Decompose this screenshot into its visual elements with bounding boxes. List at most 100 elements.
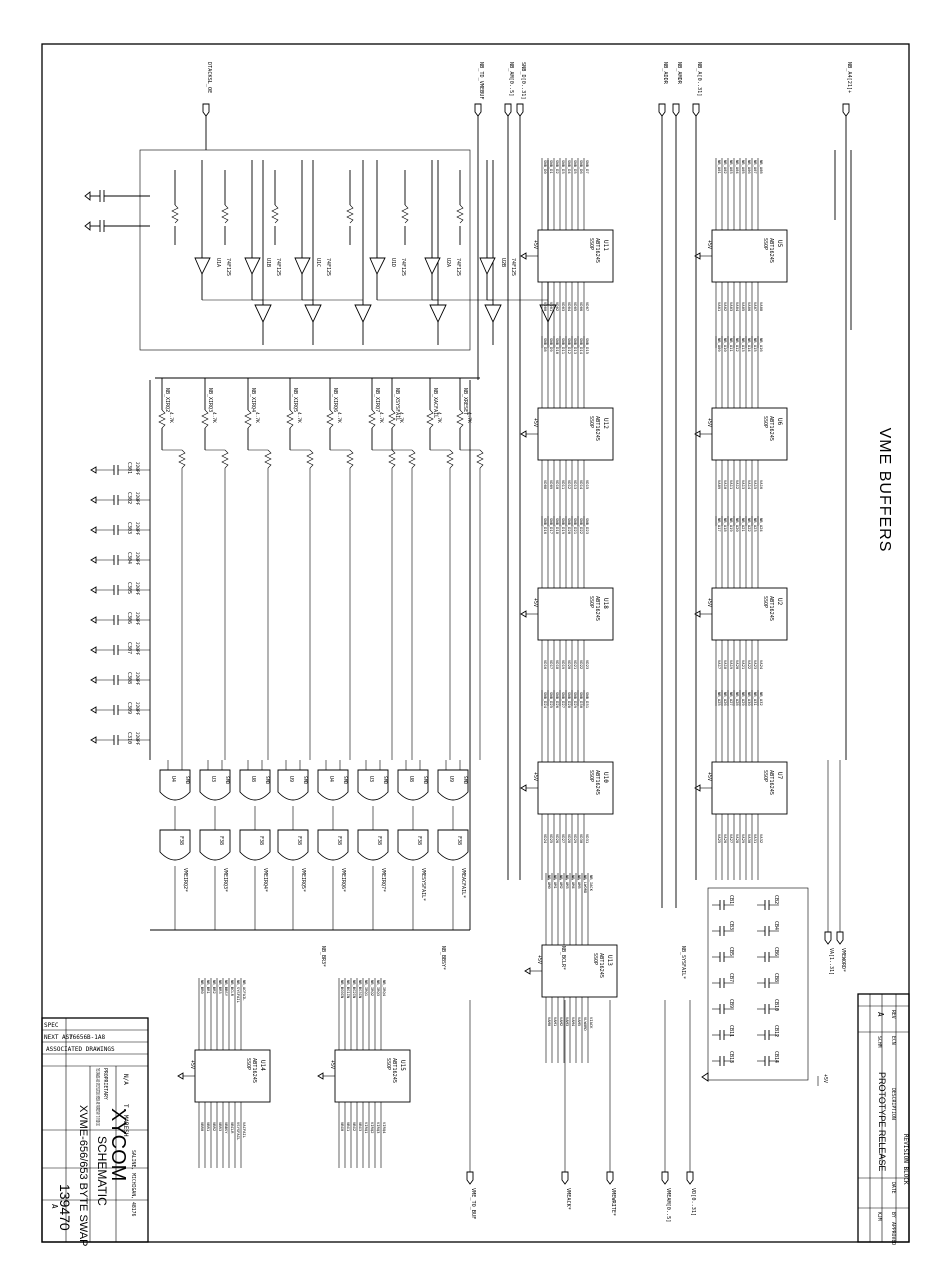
comparator-part: 74F125 [325,258,331,276]
top-signal-label: NB_ADDR [662,62,668,85]
capacitor-ref: C308 [126,672,132,684]
chip-output-net: VD31 [585,834,590,844]
chip-input-net: SNB_D7 [585,160,590,174]
comparator-part: 74F125 [455,258,461,276]
vme-output-label: VMEIRQ6* [340,868,346,892]
chip-output-net: VBR3 [218,1122,223,1131]
right-connector: VA[1..31] [824,760,834,975]
gate-part: F38 [336,836,342,845]
chip-input-net: NB_A02 [723,160,728,174]
top-signal-label: NB_A[0..31] [696,62,702,96]
chip-output-net: VD11 [561,480,566,490]
chip-output-net: VLWORD [583,1017,588,1031]
chip-part: ABT16245 [594,416,600,441]
chip-input-net: NB_A28 [735,692,740,706]
power-label: +5V [532,772,538,781]
by-header: BY [890,1212,896,1218]
chip-output-net: VD24 [543,834,548,844]
chip-output-net: VA28 [735,834,740,844]
chip-input-net: SNB_D8 [543,338,548,352]
chip-input-net: NB_A24 [759,518,764,532]
chip-output-net: VAM5 [577,1017,582,1026]
chip-input-net: SNB_D10 [555,338,560,355]
chip-input-net: NB_A08 [759,160,764,174]
offpage-label: VD[0..31] [690,1188,696,1216]
chip-input-net: NB_BR0 [200,980,205,994]
interrupt-net-label: NB_XIRQ6 [332,388,338,412]
right-offpage-label: VA[1..31] [828,948,834,975]
capacitor-ref: C306 [126,612,132,624]
chip-input-net: NB_AM2 [559,875,564,889]
gate-pkg: SMD [382,776,388,784]
chip-ref: U7 [776,772,783,780]
rev-description: PROTOTYPE RELEASE [877,1072,887,1171]
power-label: +5V [329,1060,335,1069]
buffer-chip: U18ABT16245SSOPSNB_D16VD16SNB_D17VD17SNB… [520,516,614,706]
chip-output-net: VA09 [717,480,722,490]
power-label: +5V [706,240,712,249]
chip-output-net: VBR0 [200,1122,205,1132]
chip-output-net: VA22 [747,660,752,669]
bypass-capacitor: CB7 [712,973,734,988]
chip-part: ABT16245 [768,770,774,795]
chip-input-net: SNB_D19 [561,518,566,535]
gate-ref: U8 [408,776,414,782]
bypass-ref: CB4 [773,921,779,930]
chip-output-net: VA10 [723,480,728,490]
chip-output-net: VA14 [747,480,752,490]
chip-input-net: NB_BR2 [212,980,217,994]
chip-ref: U5 [776,240,783,248]
chip-output-net: VIRQ4 [382,1122,387,1134]
rev-letter: A [876,1012,885,1017]
capacitor-ref: C301 [126,462,132,474]
capacitor-value: 220PF [134,672,140,686]
chip-input-net: NB_BBSY [224,980,229,997]
resistor-value: 4.7K [296,412,302,423]
chip-part: ABT16245 [251,1058,257,1083]
chip-output-net: VD28 [567,834,572,844]
chip-input-net: NB_A20 [735,518,740,532]
chip-input-net: SNB_D16 [543,518,548,535]
offpage-connector: VMEWRITE* [606,1000,616,1216]
chip-input-net: NB_A23 [753,518,758,532]
chip-output-net: VD06 [579,302,584,312]
chip-input-net: SNB_D0 [543,160,548,174]
next-assy-value: 76656B-1A8 [69,1034,106,1041]
chip-output-net: VD13 [573,480,578,489]
chip-input-net: NB_A26 [723,692,728,706]
chip-output-net: VD04 [567,302,572,312]
chip-output-net: VD05 [573,302,578,311]
top-connector: NB_AMDR [672,62,682,150]
buffer-chip: U11ABT16245SSOPSNB_D0VD00SNB_D1VD01SNB_D… [520,158,614,348]
top-connector: NB_A[0..31] [692,62,702,150]
gate-column: U4F38SMDVMEIRQ2*U3F38SMDVMEIRQ3*U8F38SMD… [150,380,471,931]
bypass-capacitor: CB5 [712,947,734,962]
chip-input-net: NB_AM5 [577,875,582,889]
chip-output-net: VIRQ2 [370,1122,375,1133]
proprietary-label: PROPRIETARY [102,1068,108,1100]
chip-input-net: NB_A01 [717,160,722,174]
chip-output-net: VD29 [573,834,578,844]
chip-output-net: VD23 [585,660,590,669]
offpage-label: VME_TO_BUF [470,1188,476,1219]
top-connector: NB_TD_VMEBUF [474,62,484,150]
gate-pkg: SMD [224,776,230,784]
chip-input-net: NB_A07 [753,160,758,174]
chip-input-net: NB_A22 [747,518,752,532]
bypass-ref: CB8 [773,973,779,982]
vme-output-label: VMEIRQ3* [222,868,228,892]
chip-input-net: SNB_D30 [579,692,584,709]
chip-output-net: VA06 [747,302,752,312]
capacitor-value: 220PF [134,522,140,536]
chip-output-net: VIRQ3 [376,1122,381,1133]
chip-output-net: VA15 [753,480,758,489]
gate-ref: U4 [328,776,334,782]
chip-input-net: SNB_D29 [573,692,578,709]
capacitor-value: 220PF [134,732,140,746]
capacitor-ref: C304 [126,552,132,564]
